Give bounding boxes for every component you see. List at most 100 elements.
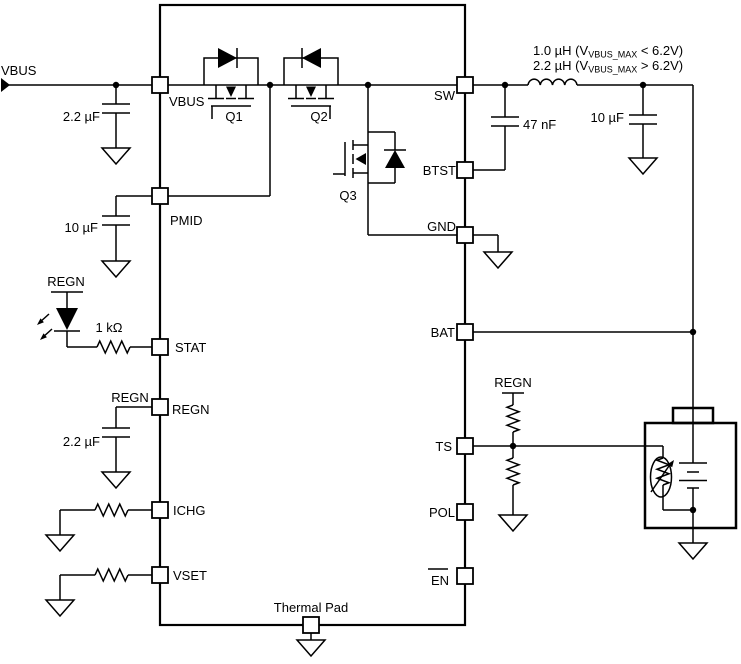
arrowhead <box>667 460 674 468</box>
junction-dot <box>689 506 697 514</box>
cap-c-in-icon <box>102 85 130 148</box>
q3-fet-icon <box>333 85 457 236</box>
pin-ts <box>456 437 474 455</box>
stat-led-net <box>37 291 152 355</box>
value-c-regn: 2.2 µF <box>63 434 100 449</box>
junction-dot <box>501 81 509 89</box>
value-c-out: 10 µF <box>590 110 624 125</box>
inductor-note-line2: 2.2 µH (VVBUS_MAX > 6.2V) <box>533 58 683 75</box>
battery-pack-outline <box>643 421 738 530</box>
net-label-regn-led: REGN <box>47 274 85 289</box>
resistor-ts-bottom-icon <box>504 457 522 486</box>
junction-dot <box>364 81 372 89</box>
cap-c-btst-icon <box>473 85 519 171</box>
ground-icon <box>627 157 659 176</box>
wire <box>577 84 694 463</box>
pin-label-pmid: PMID <box>170 213 203 228</box>
resistor-r-stat-icon <box>96 339 131 355</box>
note-post: < 6.2V) <box>637 43 683 58</box>
pin-thermal-pad <box>302 616 320 634</box>
ts-net <box>473 392 663 533</box>
junction-dot <box>639 81 647 89</box>
fet-channel <box>208 85 254 100</box>
vbus-input-net <box>1 78 152 166</box>
net-label-regn-cap: REGN <box>111 390 149 405</box>
note-post: > 6.2V) <box>637 58 683 73</box>
arrowhead <box>40 333 47 340</box>
junction-dot <box>689 328 697 336</box>
ichg-net <box>44 502 152 553</box>
fet-channel <box>333 140 368 178</box>
pin-label-vbus: VBUS <box>169 94 205 109</box>
pin-label-sw: SW <box>434 88 456 103</box>
regn-rail <box>51 291 83 308</box>
pin-vbus <box>151 76 169 94</box>
pmid-net <box>100 85 271 279</box>
pin-label-ichg: ICHG <box>173 503 206 518</box>
note-pre: 1.0 µH (V <box>533 43 589 58</box>
note-sub: VBUS_MAX <box>588 50 637 60</box>
cap-c-regn-icon <box>102 406 152 472</box>
value-r-stat: 1 kΩ <box>95 320 122 335</box>
resistor-vset-icon <box>94 567 129 583</box>
ground-icon <box>44 534 76 553</box>
ic-pins <box>151 76 474 634</box>
pin-label-en: EN <box>431 573 449 588</box>
thermistor-arrow <box>650 462 672 493</box>
pin-label-thermal-pad: Thermal Pad <box>274 600 348 615</box>
battery-pack <box>643 406 738 561</box>
ic-outline <box>158 3 467 627</box>
pin-regn <box>151 398 169 416</box>
q2-fet-icon <box>283 48 339 119</box>
ground-icon <box>100 260 132 279</box>
value-c-in: 2.2 µF <box>63 109 100 124</box>
note-sub: VBUS_MAX <box>588 65 637 75</box>
ref-q3: Q3 <box>339 188 356 203</box>
wire <box>367 85 457 236</box>
inductor-icon <box>527 78 578 86</box>
pin-ichg <box>151 501 169 519</box>
diode-icon <box>218 48 237 68</box>
wire <box>662 485 694 543</box>
wire <box>473 234 499 252</box>
value-c-pmid: 10 µF <box>64 220 98 235</box>
pin-gnd <box>456 226 474 244</box>
net-label-vbus: VBUS <box>1 63 37 78</box>
diode-icon <box>385 150 405 168</box>
ground-icon <box>677 542 709 561</box>
pin-stat <box>151 338 169 356</box>
note-pre: 2.2 µH (V <box>533 58 589 73</box>
thermistor-ellipse <box>649 456 673 498</box>
battery-cell-icon <box>679 462 707 510</box>
ground-icon <box>44 599 76 618</box>
pin-label-ts: TS <box>435 439 452 454</box>
pin-label-regn: REGN <box>172 402 210 417</box>
thermal-pad-net <box>295 633 327 658</box>
pin-sw <box>456 76 474 94</box>
wire <box>59 509 152 535</box>
vset-net <box>44 567 152 618</box>
arrowhead <box>37 318 44 325</box>
ref-q2: Q2 <box>310 109 327 124</box>
pin-en <box>456 567 474 585</box>
cap-c-out-icon <box>629 85 657 158</box>
gnd-net <box>473 234 514 270</box>
pin-label-btst: BTST <box>423 163 456 178</box>
pin-bat <box>456 323 474 341</box>
led-icon <box>56 308 78 330</box>
ground-icon <box>482 251 514 270</box>
regn-cap-net <box>100 406 152 490</box>
q1-fet-icon <box>203 48 259 119</box>
ref-q1: Q1 <box>225 109 242 124</box>
cap-c-pmid-icon <box>102 195 152 261</box>
value-c-btst: 47 nF <box>523 117 556 132</box>
pin-btst <box>456 161 474 179</box>
gate-lead <box>211 105 251 119</box>
pin-vset <box>151 566 169 584</box>
pin-pol <box>456 503 474 521</box>
ground-icon <box>100 147 132 166</box>
junction-dot <box>266 81 274 89</box>
gate-lead <box>291 105 331 119</box>
pin-pmid <box>151 187 169 205</box>
